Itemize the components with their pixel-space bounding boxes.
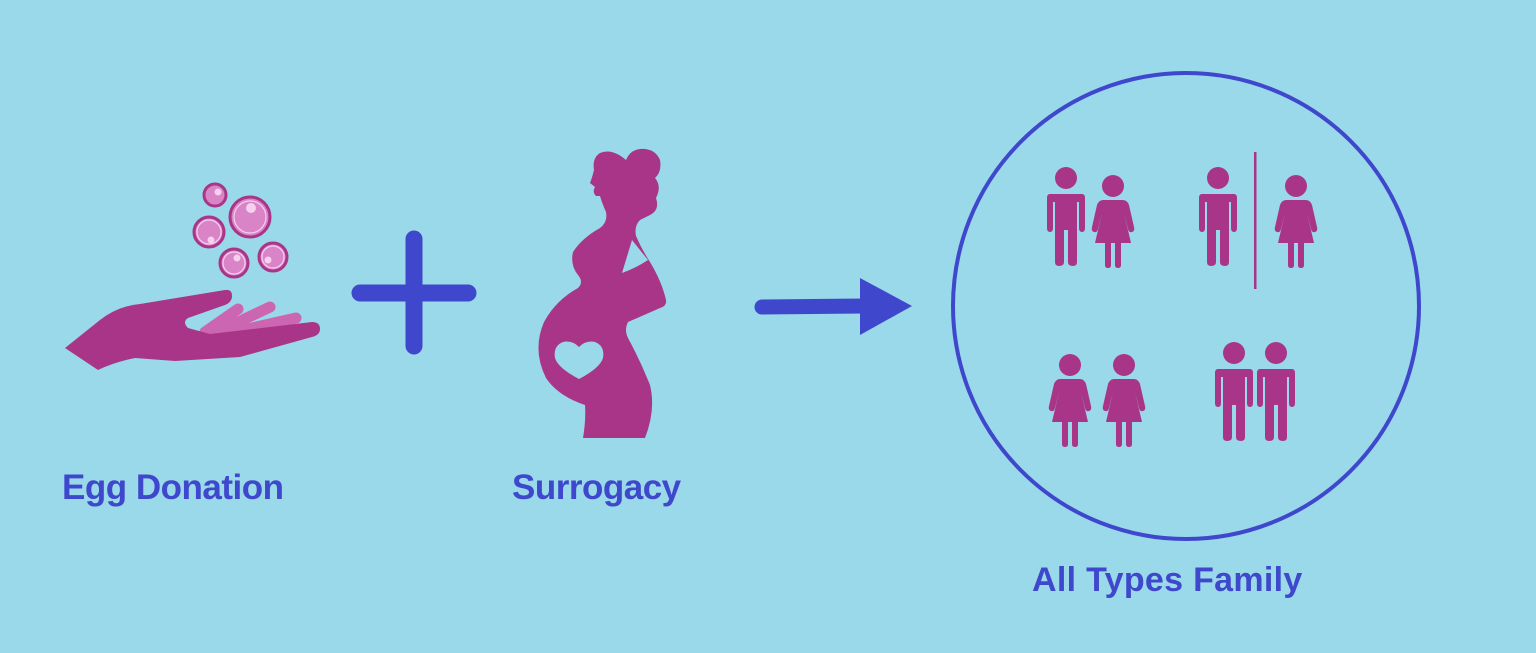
family-types-icon: [1047, 152, 1318, 447]
two-women-couple-icon: [1048, 354, 1146, 447]
egg-icon: [192, 182, 289, 279]
arrow-right-icon: [754, 278, 912, 335]
family-circle: [951, 71, 1421, 541]
hand-with-eggs-icon: [65, 182, 320, 370]
pregnant-woman-icon: [538, 148, 667, 438]
plus-icon: [351, 230, 477, 355]
egg-donation-label: Egg Donation: [62, 468, 284, 507]
all-types-family-label: All Types Family: [1032, 561, 1303, 599]
man-woman-separated-icon: [1199, 152, 1318, 289]
two-men-couple-icon: [1215, 342, 1295, 441]
surrogacy-label: Surrogacy: [512, 468, 681, 507]
man-woman-couple-icon: [1047, 167, 1135, 268]
